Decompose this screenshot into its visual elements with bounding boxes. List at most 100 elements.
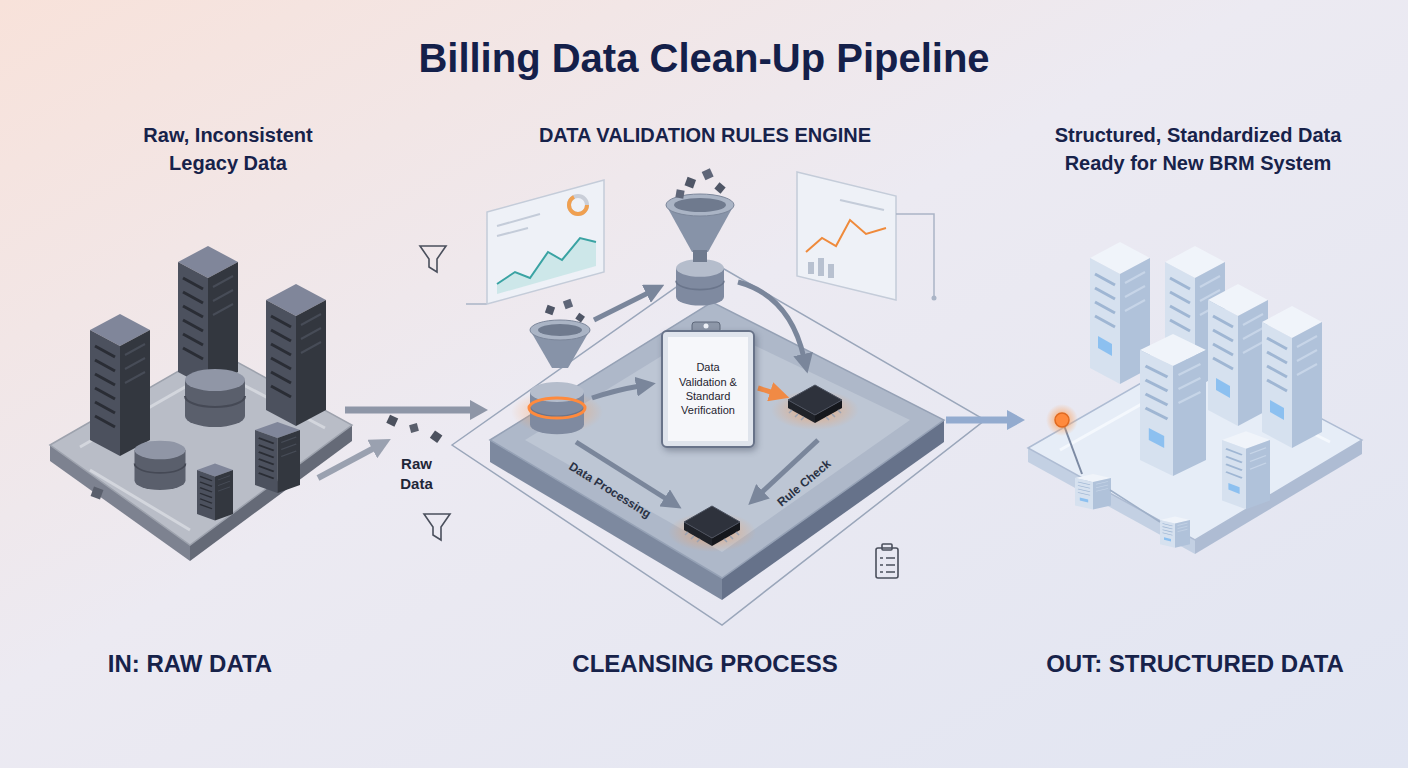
- legacy-servers: [90, 246, 326, 520]
- legacy-servers: [197, 464, 233, 521]
- data-cubes: [386, 415, 398, 427]
- legacy-servers: [255, 422, 300, 493]
- process-arrow: [576, 442, 668, 500]
- legacy-servers: [91, 487, 104, 500]
- filter-funnel: [685, 177, 697, 189]
- engine-platform: [452, 262, 985, 625]
- box-text: Data Validation & Standard Verification: [677, 360, 739, 417]
- legacy-servers: [90, 314, 150, 456]
- diagram-title: Billing Data Clean-Up Pipeline: [0, 34, 1408, 82]
- funnel-icon: [420, 246, 450, 540]
- legacy-servers: [266, 284, 326, 426]
- checklist-icon: [876, 544, 898, 578]
- dashboard-panel: [487, 180, 604, 304]
- dashboard-panel: [497, 238, 596, 294]
- clipboard-clip: [704, 324, 709, 329]
- target-servers: [1160, 516, 1190, 547]
- data-cubes: [318, 415, 442, 478]
- checklist-icon: [882, 544, 892, 550]
- target-servers: [1140, 334, 1206, 476]
- processor-chip: [789, 410, 841, 420]
- filter-funnel: [530, 382, 584, 434]
- dashboard-panel: [932, 296, 937, 301]
- target-servers: [1046, 242, 1322, 548]
- edge-label: Raw Data: [390, 454, 444, 493]
- funnel-icon: [424, 514, 450, 540]
- dashboard-panel: [797, 172, 896, 300]
- dashboard-panel: [808, 262, 814, 274]
- zone-heading: Structured, Standardized Data Ready for …: [1028, 121, 1368, 177]
- filter-funnel: [693, 250, 707, 262]
- process-arrow: [760, 440, 818, 494]
- flow-arrow: [946, 417, 1007, 424]
- engine-platform: [452, 262, 985, 625]
- legacy-servers: [185, 369, 245, 427]
- dashboard-panel: [497, 238, 596, 284]
- target-servers: [1046, 404, 1078, 436]
- target-servers: [1262, 306, 1322, 448]
- filter-funnel: [511, 299, 603, 434]
- target-servers: [1222, 431, 1270, 509]
- flow-label: Data Processing: [566, 459, 653, 521]
- filter-funnel: [714, 182, 725, 193]
- engine-platform: [490, 302, 944, 578]
- dashboard-panel: [806, 220, 886, 252]
- target-servers: [1110, 490, 1160, 522]
- funnel-icon: [420, 246, 446, 272]
- filter-funnel: [666, 168, 734, 305]
- legacy-servers: [178, 246, 238, 388]
- zone-footer: OUT: STRUCTURED DATA: [1005, 647, 1385, 681]
- dashboard-panel: [896, 214, 934, 296]
- data-cubes: [409, 423, 419, 433]
- filter-funnel: [529, 398, 585, 418]
- processor-chip: [684, 506, 740, 538]
- flow-label: Rule Check: [774, 457, 833, 510]
- clipboard-box: Data Validation & Standard Verification: [661, 330, 755, 448]
- process-arrow: [594, 292, 650, 320]
- engine-platform: [525, 325, 910, 552]
- zone-heading: Raw, Inconsistent Legacy Data: [112, 121, 344, 177]
- filter-funnel: [563, 299, 573, 309]
- dashboard-panel: [828, 264, 834, 278]
- filter-funnel: [530, 320, 590, 340]
- platform-zone: Structured, Standardized Data Ready for …: [1025, 232, 1365, 582]
- zone-footer: CLEANSING PROCESS: [515, 647, 895, 681]
- target-servers: [1075, 474, 1111, 510]
- dashboard-panel: [569, 196, 587, 214]
- process-arrow: [592, 386, 640, 398]
- target-servers: [1208, 284, 1268, 426]
- dashboard-panel: [569, 196, 587, 214]
- data-cubes: [430, 430, 443, 443]
- filter-funnel: [675, 189, 684, 198]
- filter-funnel: [538, 324, 582, 336]
- process-arrow: [738, 282, 804, 358]
- processor-chip: [668, 385, 859, 552]
- filter-funnel: [676, 259, 724, 305]
- filter-funnel: [545, 305, 555, 315]
- filter-funnel: [674, 198, 726, 212]
- platform-zone: DATA VALIDATION RULES ENGINECLEANSING PR…: [488, 300, 946, 580]
- flow-arrow: [345, 407, 470, 414]
- clipboard-clip: [692, 322, 720, 336]
- dashboard-panel: [466, 303, 487, 305]
- checklist-icon: [876, 548, 898, 578]
- platform-zone: Raw, Inconsistent Legacy DataIN: RAW DAT…: [45, 232, 345, 562]
- target-servers: [1055, 413, 1069, 427]
- filter-funnel: [575, 313, 585, 323]
- dashboard-panel: [497, 214, 540, 236]
- dashboard-panel: [818, 258, 824, 276]
- data-cubes: [318, 447, 376, 478]
- zone-footer: IN: RAW DATA: [0, 647, 380, 681]
- legacy-servers: [135, 441, 186, 490]
- processor-chip: [685, 532, 739, 542]
- dashboard-panel: [840, 200, 884, 210]
- process-arrow: [576, 282, 818, 500]
